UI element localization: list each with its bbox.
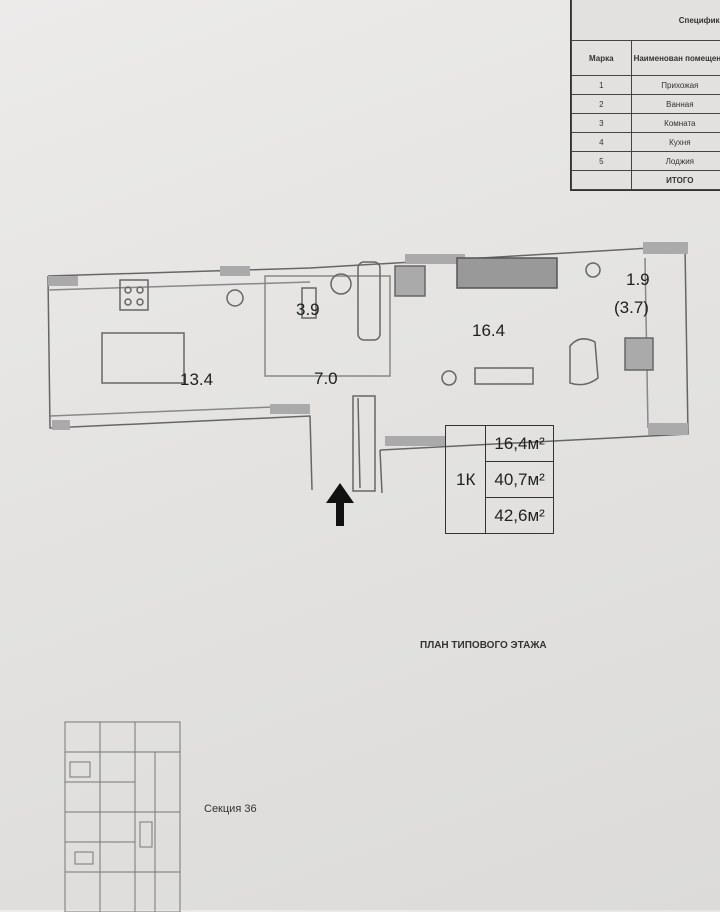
section-thumbnail xyxy=(55,712,195,912)
spec-header-name: Наименован помещени xyxy=(631,41,720,76)
total-with-loggia: 42,6м² xyxy=(486,498,553,534)
speaker-icon xyxy=(442,371,456,385)
bathroom-area: 3.9 xyxy=(296,300,320,320)
plant-icon xyxy=(227,290,243,306)
total-area: 40,7м² xyxy=(486,462,553,498)
area-summary: 1К 16,4м² 40,7м² 42,6м² xyxy=(445,425,554,534)
apartment-type: 1К xyxy=(446,426,486,534)
section-label: Секция 36 xyxy=(204,803,257,815)
spec-name: ИТОГО xyxy=(631,171,720,190)
apartment-floor-plan xyxy=(40,238,700,528)
sofa-icon xyxy=(457,258,557,288)
radiator-icon xyxy=(353,396,375,491)
spec-name: Прихожая xyxy=(631,76,720,95)
spec-header-mark: Марка xyxy=(572,41,632,76)
living-area: 16,4м² xyxy=(486,426,553,462)
hallway-area: 7.0 xyxy=(314,369,338,389)
kitchen-area: 13.4 xyxy=(180,370,213,390)
loggia-area: 1.9 xyxy=(626,270,650,290)
sink-icon xyxy=(331,274,351,294)
spec-name: Лоджия xyxy=(631,152,720,171)
armchair-icon xyxy=(395,266,425,296)
spec-mark xyxy=(572,171,632,190)
spec-mark: 3 xyxy=(572,114,632,133)
spec-name: Комната xyxy=(631,114,720,133)
loggia-full-area: (3.7) xyxy=(614,298,649,318)
floorplan-title: ПЛАН ТИПОВОГО ЭТАЖА xyxy=(420,640,547,651)
spec-mark: 1 xyxy=(572,76,632,95)
loggia-chair-icon xyxy=(625,338,653,370)
spec-title: Специфика xyxy=(572,0,720,41)
tv-stand-icon xyxy=(475,368,533,384)
bathtub-icon xyxy=(358,262,380,340)
spec-mark: 4 xyxy=(572,133,632,152)
stove-icon xyxy=(120,280,148,310)
desk-chair-icon xyxy=(570,339,598,385)
spec-name: Кухня xyxy=(631,133,720,152)
dining-table-icon xyxy=(102,333,184,383)
spec-row: ИТОГО xyxy=(572,171,720,190)
room-area: 16.4 xyxy=(472,321,505,341)
lamp-icon xyxy=(586,263,600,277)
entrance-arrow-icon xyxy=(326,483,354,526)
spec-name: Ванная xyxy=(631,95,720,114)
spec-mark: 2 xyxy=(572,95,632,114)
spec-mark: 5 xyxy=(572,152,632,171)
